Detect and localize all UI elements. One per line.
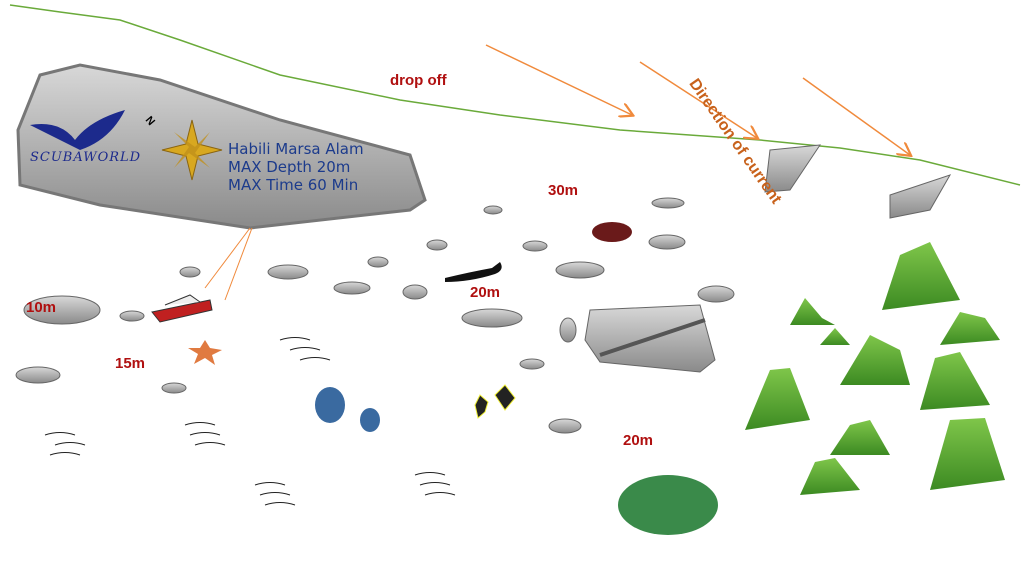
starfish-icon bbox=[188, 340, 222, 365]
depth-label: 10m bbox=[26, 299, 57, 316]
coral-pinnacles bbox=[745, 242, 1005, 495]
rock-crack bbox=[599, 318, 706, 357]
drop-off-label: drop off bbox=[390, 72, 447, 89]
depth-label: 20m bbox=[623, 432, 654, 449]
turtle-icon bbox=[592, 222, 632, 242]
moray-eel-icon bbox=[445, 262, 502, 282]
rocks bbox=[15, 144, 952, 434]
site-info: Habili Marsa Alam MAX Depth 20m MAX Time… bbox=[228, 140, 364, 194]
starfish-group-icon bbox=[474, 384, 516, 419]
reef-edge-line bbox=[9, 4, 1021, 186]
depth-label: 15m bbox=[115, 355, 146, 372]
current-arrows bbox=[485, 44, 910, 155]
max-time: MAX Time 60 Min bbox=[228, 176, 359, 194]
napoleon-fish-icon bbox=[618, 475, 718, 535]
sand-ripples bbox=[44, 337, 456, 506]
scubaworld-logo-icon bbox=[30, 110, 125, 150]
boat-icon bbox=[151, 294, 213, 323]
depth-label: 20m bbox=[470, 284, 501, 301]
compass-rose-icon bbox=[161, 119, 223, 181]
depth-label: 30m bbox=[548, 182, 579, 199]
mooring-line bbox=[224, 227, 253, 301]
info-rock-slab bbox=[16, 63, 427, 230]
max-depth: MAX Depth 20m bbox=[228, 158, 351, 176]
site-name: Habili Marsa Alam bbox=[228, 140, 364, 158]
logo-text: SCUBAWORLD bbox=[30, 150, 142, 165]
bannerfish-icon bbox=[315, 387, 380, 432]
mooring-line bbox=[204, 227, 251, 289]
